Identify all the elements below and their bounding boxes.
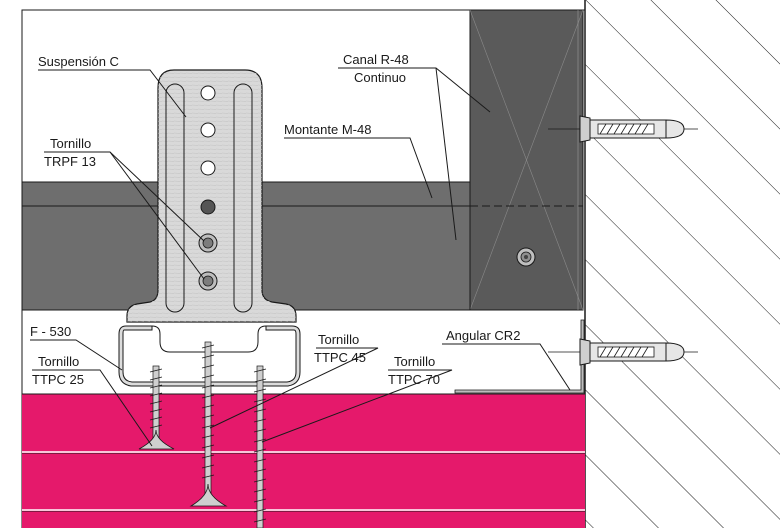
- label-ttpc-45: TTPC 45: [314, 350, 366, 365]
- trpf-screw-heads: [198, 233, 218, 291]
- label-f530: F - 530: [30, 324, 71, 339]
- label-angular-cr2: Angular CR2: [446, 328, 520, 343]
- wall-screw-head: [516, 247, 536, 267]
- leader-lines: [30, 67, 571, 447]
- label-suspension-c: Suspensión C: [38, 54, 119, 69]
- label-tornillo-ttpc70: Tornillo: [394, 354, 435, 369]
- wall-anchor-top: [548, 115, 698, 143]
- concrete-wall: [584, 0, 780, 528]
- label-tornillo-ttpc25: Tornillo: [38, 354, 79, 369]
- label-tornillo-trpf: Tornillo: [50, 136, 91, 151]
- label-trpf-13: TRPF 13: [44, 154, 96, 169]
- label-tornillo-ttpc45: Tornillo: [318, 332, 359, 347]
- suspension-c-bracket: [126, 69, 297, 323]
- angular-cr2: [454, 319, 585, 394]
- label-continuo: Continuo: [354, 70, 406, 85]
- screw-ttpc45: [189, 341, 228, 507]
- label-montante-m48: Montante M-48: [284, 122, 371, 137]
- plasterboard: [22, 393, 585, 528]
- label-canal-r48: Canal R-48: [343, 52, 409, 67]
- wall-anchor-bottom: [548, 338, 698, 366]
- label-ttpc-70: TTPC 70: [388, 372, 440, 387]
- screw-ttpc70: [253, 365, 267, 528]
- label-ttpc-25: TTPC 25: [32, 372, 84, 387]
- screw-ttpc25: [138, 365, 175, 450]
